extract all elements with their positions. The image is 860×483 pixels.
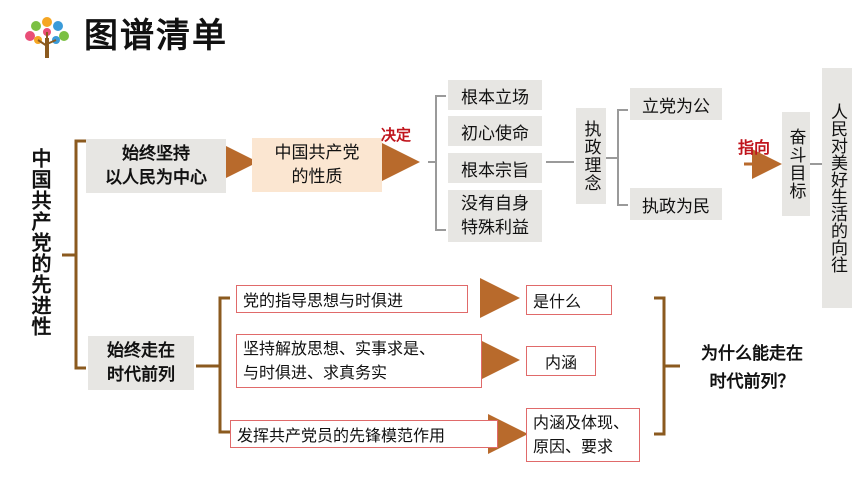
party-nature-line2: 的性质 [291, 167, 343, 187]
item-no-special-interest-line1: 没有自身 [461, 194, 529, 214]
branch2-label-line2: 时代前列 [107, 365, 175, 385]
row3-left-box: 发挥共产党员的先锋模范作用 [230, 420, 498, 448]
root-label: 中国共产党的先进性 [28, 148, 52, 337]
row3-right-line1: 内涵及体现、 [533, 413, 630, 432]
row3-right-box: 内涵及体现、 原因、要求 [526, 408, 640, 462]
party-nature-line1: 中国共产党 [274, 143, 360, 163]
governing-philosophy: 执政理念 [576, 108, 606, 204]
why-question: 为什么能走在 时代前列？ [682, 338, 822, 398]
branch1-label-line1: 始终坚持 [122, 144, 190, 164]
branch1-label: 始终坚持 以人民为中心 [86, 139, 226, 193]
direct-label: 指向 [738, 138, 771, 157]
governing-item-public: 立党为公 [630, 88, 722, 120]
item-root-position: 根本立场 [448, 80, 542, 110]
why-question-line1: 为什么能走在 [701, 344, 803, 364]
page-title: 图谱清单 [84, 16, 228, 56]
row3-right-line2: 原因、要求 [533, 437, 614, 456]
row2-left-line1: 坚持解放思想、实事求是、 [243, 339, 436, 358]
governing-item-people: 执政为民 [630, 188, 722, 220]
item-fundamental-purpose: 根本宗旨 [448, 153, 542, 183]
struggle-goal: 奋斗目标 [782, 112, 810, 216]
row1-left-box: 党的指导思想与时俱进 [236, 285, 468, 313]
why-question-line2: 时代前列？ [709, 372, 795, 392]
row2-left-line2: 与时俱进、求真务实 [243, 363, 388, 382]
people-aspiration: 人民对美好生活的向往 [822, 68, 852, 308]
tree-icon [25, 17, 69, 58]
item-original-mission: 初心使命 [448, 116, 542, 146]
item-no-special-interest: 没有自身 特殊利益 [448, 190, 542, 242]
party-nature-box: 中国共产党 的性质 [252, 138, 382, 192]
row1-right-box: 是什么 [526, 285, 612, 315]
branch1-label-line2: 以人民为中心 [105, 168, 207, 188]
row2-left-box: 坚持解放思想、实事求是、 与时俱进、求真务实 [236, 334, 482, 388]
row2-right-box: 内涵 [526, 346, 596, 376]
branch2-label-line1: 始终走在 [107, 341, 175, 361]
branch2-label: 始终走在 时代前列 [88, 336, 194, 390]
item-no-special-interest-line2: 特殊利益 [461, 218, 529, 238]
decide-label: 决定 [381, 126, 412, 144]
